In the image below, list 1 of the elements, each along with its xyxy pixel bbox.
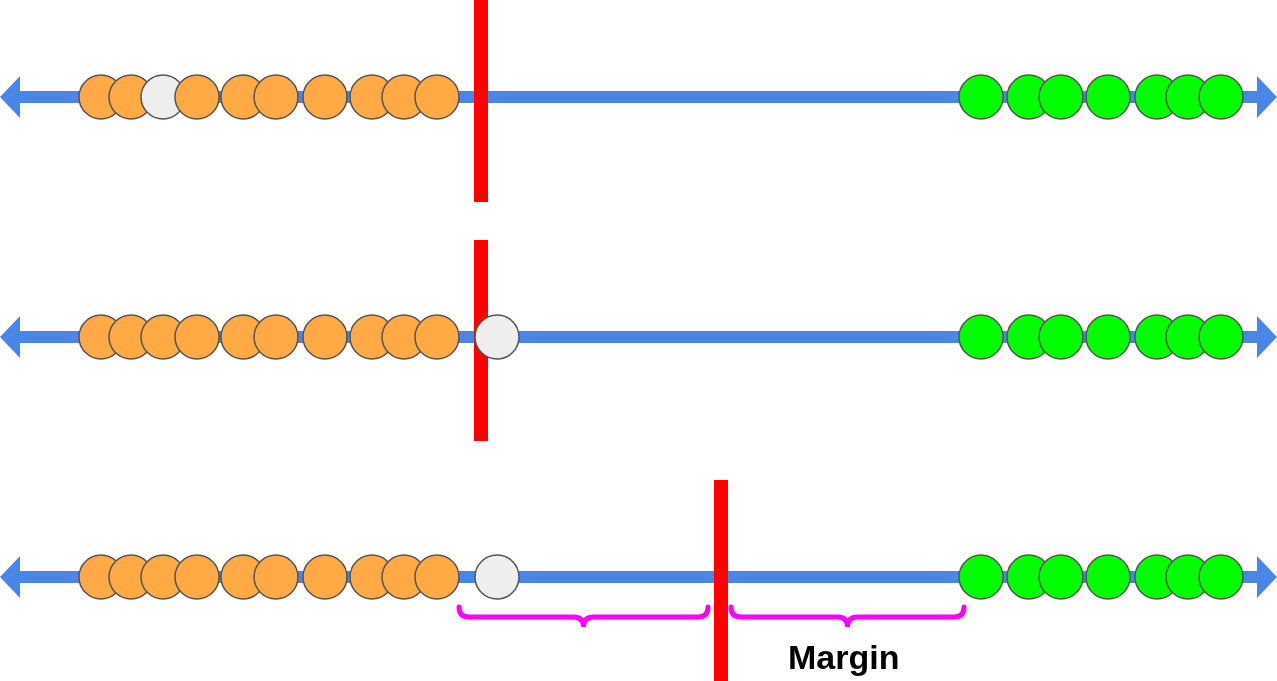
margin-label: Margin [788, 637, 900, 678]
